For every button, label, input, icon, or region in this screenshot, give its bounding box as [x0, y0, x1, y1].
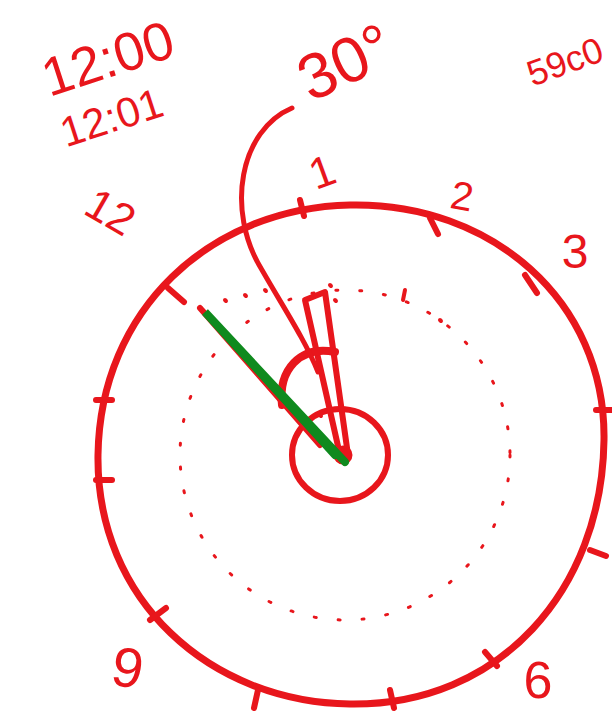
clock-number: 6: [524, 654, 553, 706]
green-hand: [205, 312, 345, 462]
angle-leader: [242, 108, 318, 372]
clock-number: 9: [108, 638, 148, 699]
minute-dots: [225, 285, 441, 416]
clock-number: 2: [448, 174, 477, 217]
clock-number: 3: [562, 228, 589, 276]
clock-number: 12: [78, 181, 142, 244]
inner-dotted-circle: [180, 290, 510, 620]
handwritten-note: 59c0: [522, 32, 608, 93]
clock-number: 1: [303, 147, 341, 197]
handwritten-note: 12:00: [35, 11, 180, 104]
hour-ticks: [96, 200, 612, 708]
handwritten-note: 30°: [288, 13, 403, 112]
clock-face: [98, 205, 604, 704]
